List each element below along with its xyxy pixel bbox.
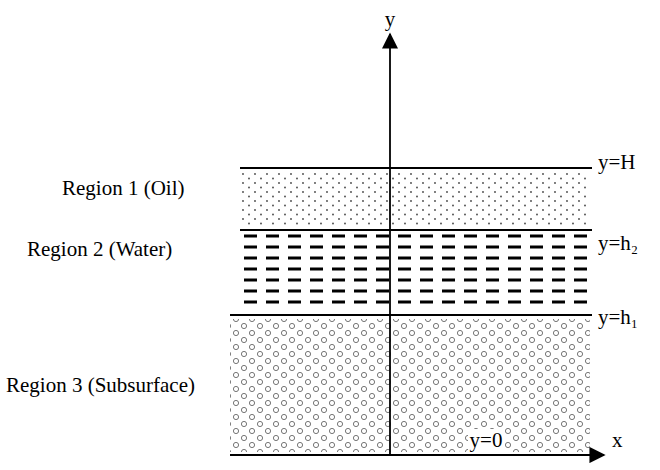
boundary-line bbox=[240, 167, 592, 169]
oil-band bbox=[240, 171, 590, 227]
region-label: Region 1 (Oil) bbox=[60, 177, 186, 200]
water-band bbox=[240, 234, 590, 311]
axis-label: y bbox=[385, 8, 396, 31]
region-label: Region 2 (Water) bbox=[25, 238, 174, 261]
region-label: Region 3 (Subsurface) bbox=[4, 374, 197, 397]
level-label: y=h₁ bbox=[598, 306, 638, 329]
level-label: y=h₂ bbox=[598, 232, 638, 255]
x-axis bbox=[230, 454, 604, 456]
level-label: y=H bbox=[598, 151, 636, 174]
boundary-line bbox=[230, 314, 592, 316]
subsurface-band bbox=[230, 319, 590, 452]
y-axis bbox=[389, 34, 391, 455]
axis-label: x bbox=[612, 429, 623, 452]
level-label: y=0 bbox=[468, 429, 505, 452]
boundary-line bbox=[240, 229, 592, 231]
